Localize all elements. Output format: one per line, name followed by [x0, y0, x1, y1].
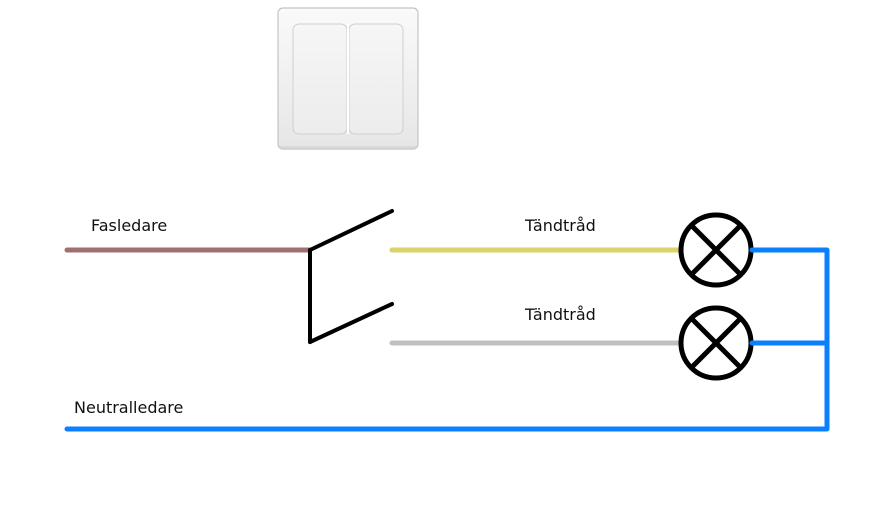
double-pole-switch-symbol-icon [308, 209, 394, 344]
neutral-wire [64, 247, 830, 432]
lamp-2-symbol-icon [678, 305, 754, 381]
phase-wire-label: Fasledare [91, 216, 168, 235]
switched-wire-2-label: Tändtråd [525, 305, 596, 324]
right-rocker [348, 23, 404, 135]
lamp-1-symbol-icon [678, 212, 754, 288]
left-rocker [292, 23, 348, 135]
neutral-wire-label: Neutralledare [74, 398, 184, 417]
switched-wire-1-label: Tändtråd [525, 216, 596, 235]
double-rocker-light-switch-icon [277, 7, 419, 150]
